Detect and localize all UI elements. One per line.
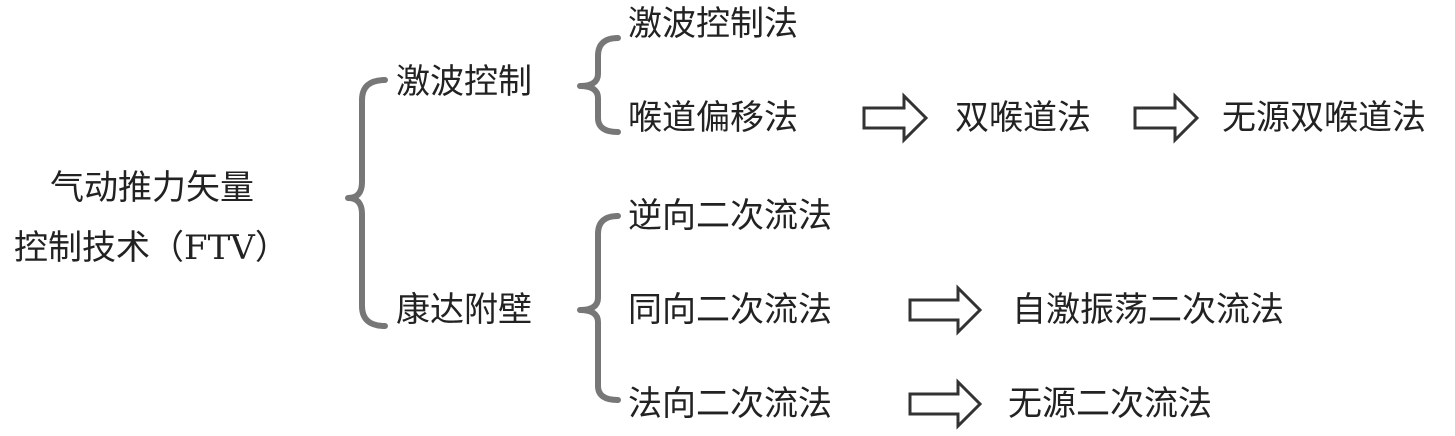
arrow-right-icon bbox=[1133, 92, 1200, 144]
leaf-normal-flow-method: 法向二次流法 bbox=[628, 384, 832, 424]
leaf-passive-secondary-flow-method: 无源二次流法 bbox=[1008, 384, 1212, 424]
leaf-shock-control-method: 激波控制法 bbox=[628, 4, 798, 44]
leaf-co-flow-method: 同向二次流法 bbox=[628, 290, 832, 330]
leaf-dual-throat-method: 双喉道法 bbox=[955, 98, 1091, 138]
leaf-counter-flow-method: 逆向二次流法 bbox=[628, 196, 832, 236]
leaf-passive-dual-throat-method: 无源双喉道法 bbox=[1222, 98, 1426, 138]
leaf-throat-shift-method: 喉道偏移法 bbox=[628, 98, 798, 138]
branch-shock-control: 激波控制 bbox=[396, 62, 532, 102]
leaf-self-excited-oscillation-method: 自激振荡二次流法 bbox=[1012, 290, 1284, 330]
coanda-bracket bbox=[577, 213, 621, 403]
arrow-right-icon bbox=[862, 92, 929, 144]
root-label-line1: 气动推力矢量 bbox=[50, 168, 254, 208]
root-label-line2: 控制技术（FTV） bbox=[14, 228, 289, 268]
shock-control-bracket bbox=[577, 35, 621, 135]
arrow-right-icon bbox=[908, 284, 983, 336]
branch-coanda-effect: 康达附壁 bbox=[396, 290, 532, 330]
arrow-right-icon bbox=[908, 378, 983, 430]
main-bracket bbox=[345, 77, 388, 329]
